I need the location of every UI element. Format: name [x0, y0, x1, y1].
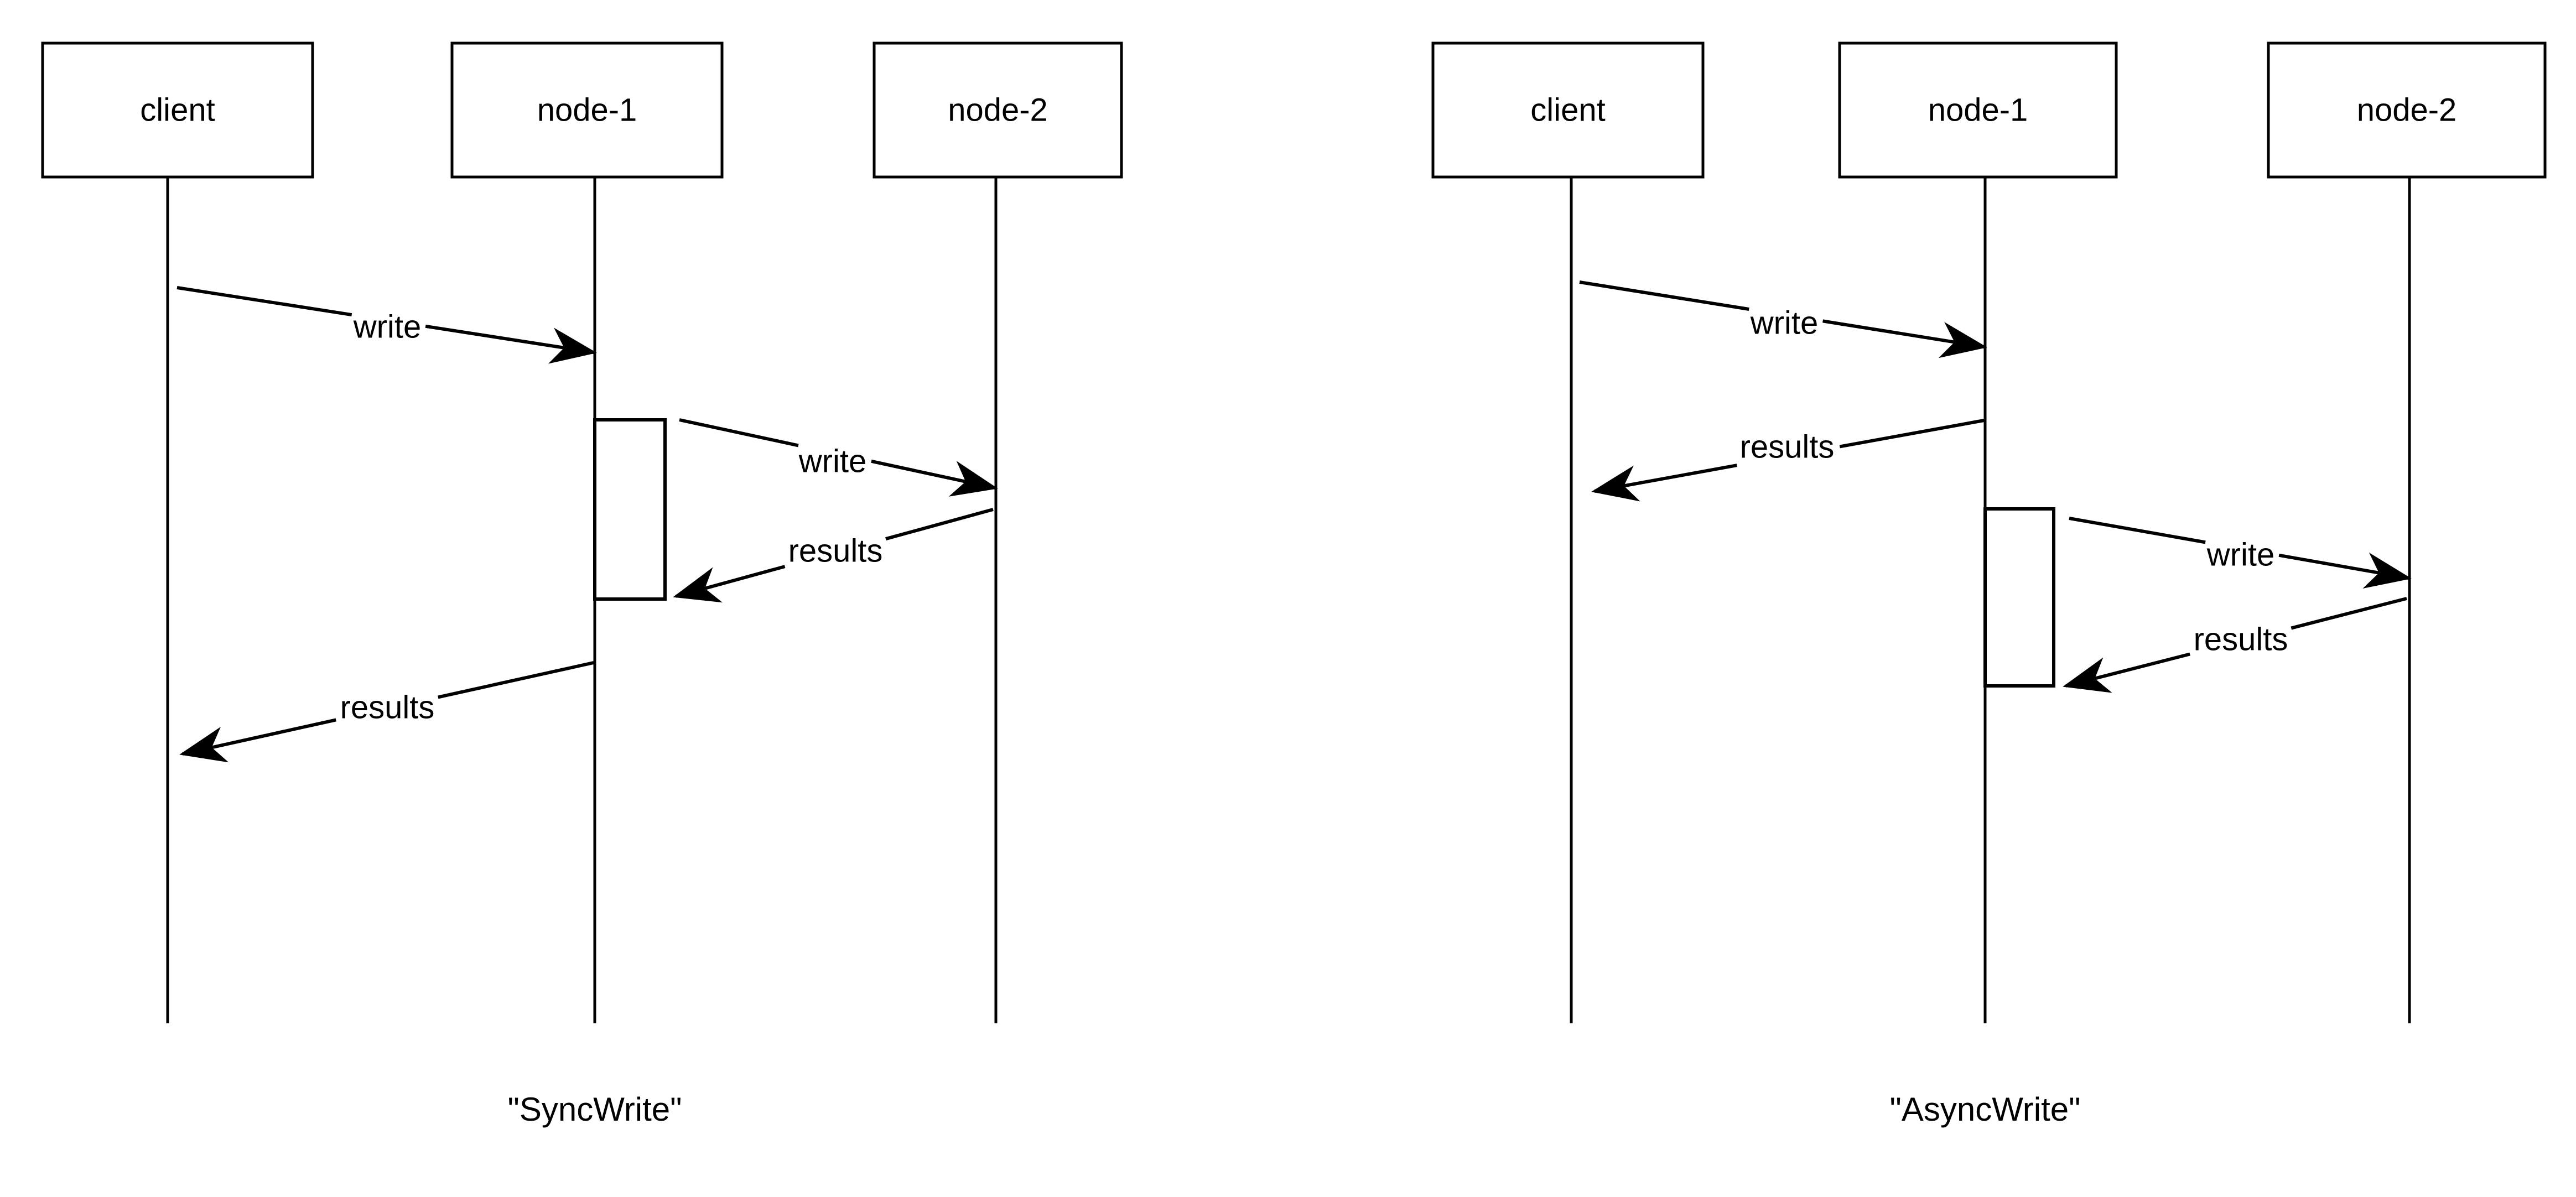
message-line-head-node1-to-node2-write — [2069, 517, 2206, 544]
message-client-to-node1-write[interactable]: write — [176, 286, 597, 364]
message-label-node1-to-node2-write: write — [2206, 537, 2274, 573]
message-node2-to-node1-results[interactable]: results — [2063, 597, 2407, 693]
message-line-tail-client-to-node1-write — [1822, 319, 1987, 358]
participant-box-node-2[interactable] — [2267, 41, 2547, 179]
participant-client[interactable]: client — [1431, 41, 1705, 1023]
participant-label-node-1: node-1 — [1928, 92, 2028, 128]
message-line-tail-node1-to-node2-write — [871, 459, 998, 497]
message-node1-to-node2-write[interactable]: write — [679, 418, 998, 497]
message-line-tail-client-to-node1-write — [425, 324, 597, 364]
activation-bar-node-1 — [593, 418, 667, 601]
message-line-tail-node2-to-node1-results — [673, 565, 786, 603]
message-line-head-node1-to-client-results — [1839, 419, 1985, 449]
message-line-head-node1-to-node2-write — [679, 418, 799, 447]
message-client-to-node1-write[interactable]: write — [1579, 280, 1987, 358]
message-label-node1-to-client-results: results — [340, 689, 435, 725]
message-label-node1-to-client-results: results — [1740, 429, 1835, 465]
message-node1-to-client-results[interactable]: results — [179, 661, 594, 763]
participant-label-node-2: node-2 — [948, 92, 1048, 128]
message-line-head-node2-to-node1-results — [885, 508, 994, 541]
participant-box-node-1[interactable] — [1838, 41, 2118, 179]
participant-box-client[interactable] — [1431, 41, 1705, 179]
message-label-client-to-node1-write: write — [1750, 305, 1818, 341]
participant-node-2[interactable]: node-2 — [872, 41, 1123, 1023]
sequence-diagram-sync-write: client node-1 node-2 write write results resul… — [41, 41, 1123, 1128]
message-line-tail-node1-to-client-results — [1591, 464, 1737, 502]
message-line-tail-node1-to-node2-write — [2278, 552, 2412, 589]
message-line-head-client-to-node1-write — [1579, 280, 1749, 311]
message-line-head-client-to-node1-write — [176, 286, 352, 317]
message-label-node1-to-node2-write: write — [798, 443, 866, 479]
message-line-tail-node2-to-node1-results — [2063, 652, 2190, 693]
message-line-tail-node1-to-client-results — [179, 718, 336, 763]
activation-bar-node-1 — [1983, 507, 2055, 688]
sequence-diagram-async-write: client node-1 node-2 write results write resul… — [1431, 41, 2547, 1128]
participant-node-2[interactable]: node-2 — [2267, 41, 2547, 1023]
diagram-caption-async-write: "AsyncWrite" — [1890, 1091, 2081, 1128]
message-line-head-node1-to-client-results — [438, 661, 594, 699]
participant-label-client: client — [1530, 92, 1605, 128]
message-label-node2-to-node1-results: results — [788, 533, 883, 569]
participant-node-1[interactable]: node-1 — [450, 41, 724, 1023]
participant-label-node-1: node-1 — [537, 92, 637, 128]
message-node1-to-node2-write[interactable]: write — [2069, 517, 2412, 589]
message-line-head-node2-to-node1-results — [2291, 597, 2407, 630]
diagram-caption-sync-write: "SyncWrite" — [508, 1091, 682, 1128]
message-node1-to-client-results[interactable]: results — [1591, 419, 1985, 502]
participant-box-node-1[interactable] — [450, 41, 724, 179]
message-label-node2-to-node1-results: results — [2194, 621, 2288, 657]
message-label-client-to-node1-write: write — [353, 309, 421, 345]
participant-box-client[interactable] — [41, 41, 314, 179]
participant-label-node-2: node-2 — [2357, 92, 2457, 128]
participant-box-node-2[interactable] — [872, 41, 1123, 179]
message-node2-to-node1-results[interactable]: results — [673, 508, 994, 603]
participant-label-client: client — [140, 92, 215, 128]
participant-node-1[interactable]: node-1 — [1838, 41, 2118, 1023]
participant-client[interactable]: client — [41, 41, 314, 1023]
